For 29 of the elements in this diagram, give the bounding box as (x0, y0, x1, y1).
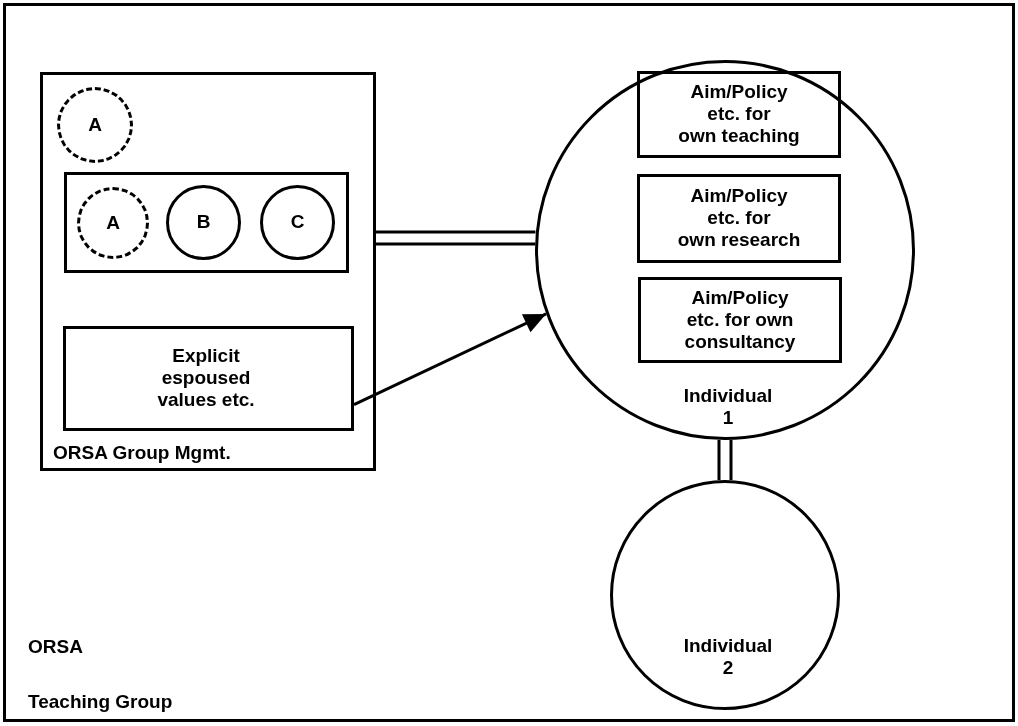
group-frame (3, 3, 1015, 722)
connector-arrow (353, 312, 547, 406)
node-label: Explicit espoused values etc. (156, 345, 256, 411)
group-box (64, 172, 349, 273)
node-label: Aim/Policy etc. for own consultancy (683, 287, 797, 353)
dashed-circle (77, 187, 149, 259)
dashed-circle (57, 87, 133, 163)
individual-circle (535, 60, 915, 440)
circle-node (260, 185, 335, 260)
double-line-connector (374, 230, 537, 246)
group-label: Teaching Group (28, 691, 174, 713)
process-box (637, 174, 841, 263)
node-label: A (87, 114, 103, 136)
node-label: C (289, 211, 306, 233)
circle-node (166, 185, 241, 260)
process-box (637, 71, 841, 158)
node-label: Individual 1 (682, 385, 774, 429)
group-label: ORSA (28, 636, 84, 658)
node-label: B (195, 211, 212, 233)
node-label: Individual 2 (682, 635, 774, 679)
double-line-connector (717, 438, 733, 482)
process-box (63, 326, 354, 431)
node-label: Aim/Policy etc. for own research (676, 185, 802, 251)
group-label: ORSA Group Mgmt. (53, 442, 232, 464)
process-box (638, 277, 842, 363)
node-label: Aim/Policy etc. for own teaching (677, 81, 801, 147)
group-box (40, 72, 376, 471)
individual-circle (610, 480, 840, 710)
node-label: A (105, 212, 121, 234)
